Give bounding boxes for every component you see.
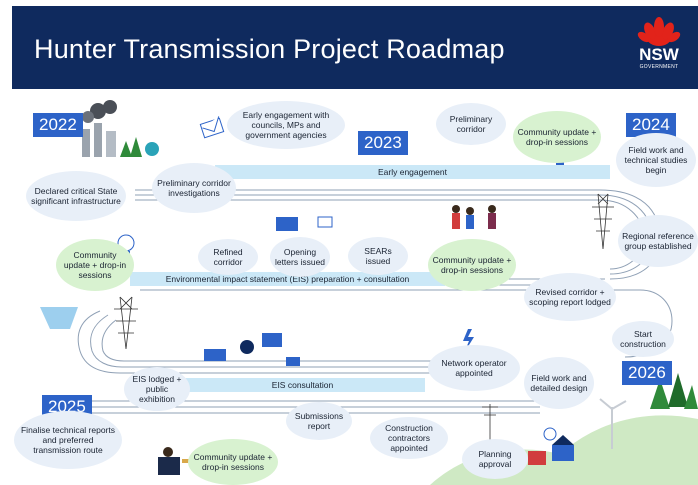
header-banner: Hunter Transmission Project Roadmap NSW … — [12, 6, 698, 89]
milestone-corridor-investigations: Preliminary corridor investigations — [152, 163, 236, 213]
turn-arrow-left — [40, 307, 78, 329]
document-icon — [276, 216, 333, 231]
milestone-sears-issued: SEARs issued — [348, 237, 408, 275]
transmission-tower-icon — [114, 193, 614, 444]
envelope-icon — [199, 116, 225, 139]
year-badge-2023: 2023 — [358, 131, 408, 155]
band-eis-preparation: Environmental impact statement (EIS) pre… — [130, 272, 445, 286]
milestone-community-left: Community update + drop-in sessions — [56, 239, 134, 291]
video-call-icon — [204, 333, 300, 366]
milestone-network-operator: Network operator appointed — [428, 345, 520, 391]
milestone-submissions-report: Submissions report — [286, 402, 352, 440]
milestone-opening-letters: Opening letters issued — [270, 237, 330, 277]
milestone-construction-contractors: Construction contractors appointed — [370, 417, 448, 459]
milestone-community-mid: Community update + drop-in sessions — [428, 239, 516, 291]
band-eis-consultation: EIS consultation — [180, 378, 425, 392]
milestone-regional-reference-group: Regional reference group established — [618, 215, 698, 267]
nsw-government-logo: NSW GOVERNMENT — [630, 16, 688, 76]
page-title: Hunter Transmission Project Roadmap — [34, 34, 505, 64]
milestone-eis-lodged: EIS lodged + public exhibition — [124, 367, 190, 411]
lightning-icon — [463, 329, 474, 353]
milestone-preliminary-corridor: Preliminary corridor — [436, 103, 506, 145]
milestone-start-construction: Start construction — [612, 321, 674, 357]
people-group-icon — [452, 205, 496, 229]
milestone-field-work-design: Field work and detailed design — [524, 357, 594, 409]
milestone-community-2023: Community update + drop-in sessions — [513, 111, 601, 163]
year-badge-2024: 2024 — [626, 113, 676, 137]
milestone-declared-cssi: Declared critical State significant infr… — [26, 171, 126, 221]
band-early-engagement: Early engagement — [215, 165, 610, 179]
year-badge-2022: 2022 — [33, 113, 83, 137]
milestone-early-engagement: Early engagement with councils, MPs and … — [227, 101, 345, 149]
year-badge-2026: 2026 — [622, 361, 672, 385]
milestone-planning-approval: Planning approval — [462, 439, 528, 479]
logo-subtext: GOVERNMENT — [639, 64, 679, 70]
roadmap-canvas: 2022 2023 2024 2025 2026 Early engagemen… — [0, 89, 698, 485]
milestone-revised-corridor: Revised corridor + scoping report lodged — [524, 273, 616, 321]
milestone-field-work-begin: Field work and technical studies begin — [616, 133, 696, 187]
milestone-refined-corridor: Refined corridor — [198, 239, 258, 275]
milestone-community-bottom: Community update + drop-in sessions — [188, 439, 278, 485]
waratah-icon — [637, 17, 681, 46]
milestone-finalise-reports: Finalise technical reports and preferred… — [14, 411, 122, 469]
logo-wordmark: NSW — [639, 45, 679, 64]
power-station-icon — [82, 100, 159, 157]
